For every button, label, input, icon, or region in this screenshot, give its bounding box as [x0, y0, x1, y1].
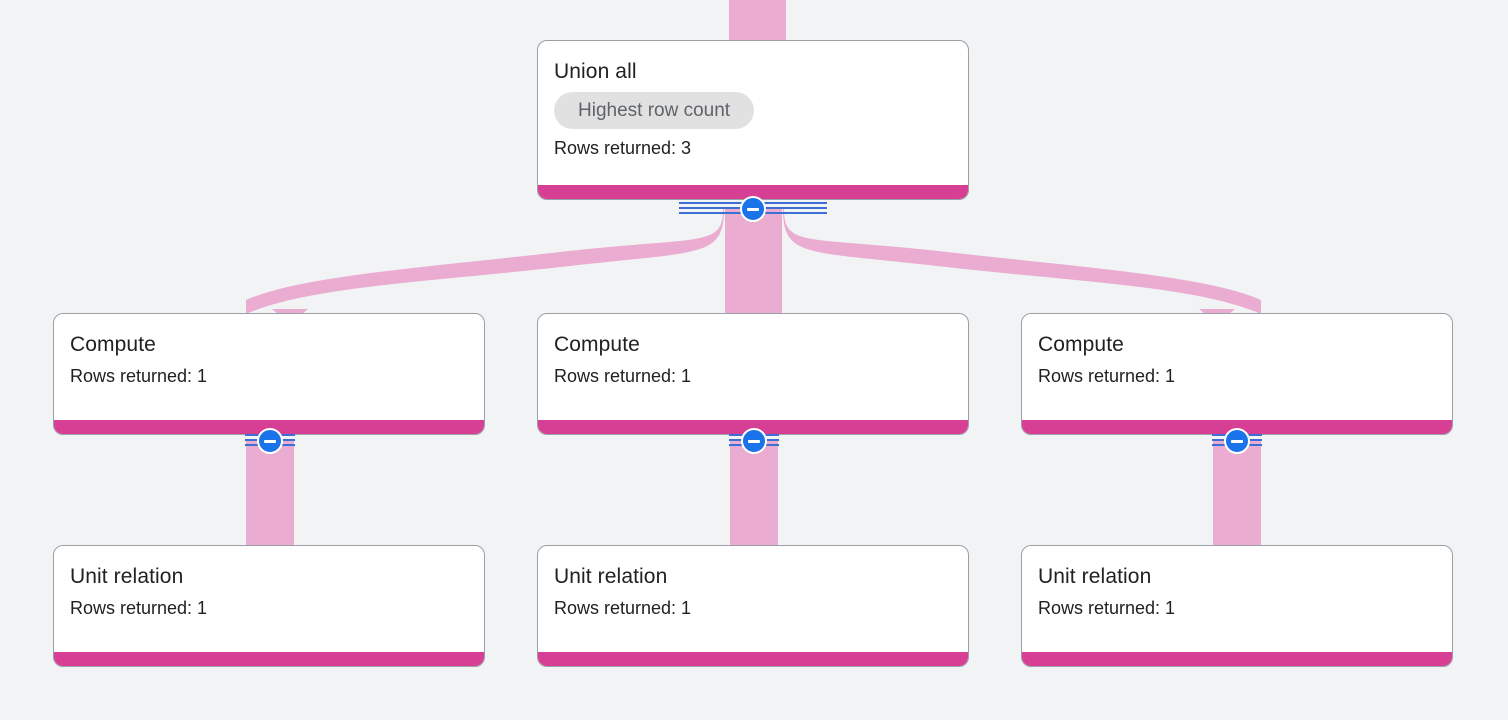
node-accent-bar: [1022, 420, 1452, 434]
flow-edge-compute-1-to-unit-1: [246, 441, 294, 546]
node-title: Compute: [554, 333, 640, 356]
node-rows-returned: Rows returned: 1: [554, 366, 692, 386]
collapse-toggle-compute-2[interactable]: [741, 428, 767, 454]
node-compute-1[interactable]: Compute Rows returned: 1: [53, 313, 485, 435]
node-rows-returned: Rows returned: 1: [554, 598, 692, 618]
node-unit-relation-2[interactable]: Unit relation Rows returned: 1: [537, 545, 969, 667]
node-title: Unit relation: [1038, 565, 1152, 588]
flow-edge-compute-2-to-unit-2: [730, 441, 778, 546]
node-title: Unit relation: [554, 565, 668, 588]
status-badge: Highest row count: [554, 92, 755, 129]
node-unit-relation-3[interactable]: Unit relation Rows returned: 1: [1021, 545, 1453, 667]
node-title: Union all: [554, 60, 637, 83]
node-body: Unit relation Rows returned: 1: [1022, 546, 1452, 652]
node-accent-bar: [538, 420, 968, 434]
node-union-all[interactable]: Union all Highest row count Rows returne…: [537, 40, 969, 200]
minus-icon: [1231, 439, 1243, 443]
collapse-toggle-compute-1[interactable]: [257, 428, 283, 454]
minus-icon: [264, 439, 276, 443]
node-compute-3[interactable]: Compute Rows returned: 1: [1021, 313, 1453, 435]
node-body: Unit relation Rows returned: 1: [54, 546, 484, 652]
minus-icon: [748, 439, 760, 443]
minus-icon: [747, 207, 759, 211]
node-unit-relation-1[interactable]: Unit relation Rows returned: 1: [53, 545, 485, 667]
node-accent-bar: [538, 652, 968, 666]
node-body: Compute Rows returned: 1: [1022, 314, 1452, 420]
node-body: Unit relation Rows returned: 1: [538, 546, 968, 652]
node-rows-returned: Rows returned: 1: [1038, 366, 1176, 386]
node-rows-returned: Rows returned: 1: [1038, 598, 1176, 618]
node-rows-returned: Rows returned: 3: [554, 138, 692, 158]
collapse-toggle-union-all[interactable]: [740, 196, 766, 222]
flow-edge-union-to-compute-1: [246, 209, 724, 314]
node-badge-row: Highest row count: [554, 92, 952, 129]
node-accent-bar: [54, 420, 484, 434]
node-accent-bar: [54, 652, 484, 666]
node-title: Unit relation: [70, 565, 184, 588]
node-accent-bar: [1022, 652, 1452, 666]
node-rows-returned: Rows returned: 1: [70, 598, 208, 618]
node-body: Compute Rows returned: 1: [54, 314, 484, 420]
flow-edge-compute-3-to-unit-3: [1213, 441, 1261, 546]
node-body: Union all Highest row count Rows returne…: [538, 41, 968, 185]
node-body: Compute Rows returned: 1: [538, 314, 968, 420]
node-rows-returned: Rows returned: 1: [70, 366, 208, 386]
collapse-toggle-compute-3[interactable]: [1224, 428, 1250, 454]
node-title: Compute: [1038, 333, 1124, 356]
node-accent-bar: [538, 185, 968, 199]
flow-edge-union-to-compute-3: [783, 209, 1261, 314]
node-compute-2[interactable]: Compute Rows returned: 1: [537, 313, 969, 435]
node-title: Compute: [70, 333, 156, 356]
flow-edge-incoming: [729, 0, 786, 42]
flow-edge-union-to-compute-2: [725, 209, 782, 314]
